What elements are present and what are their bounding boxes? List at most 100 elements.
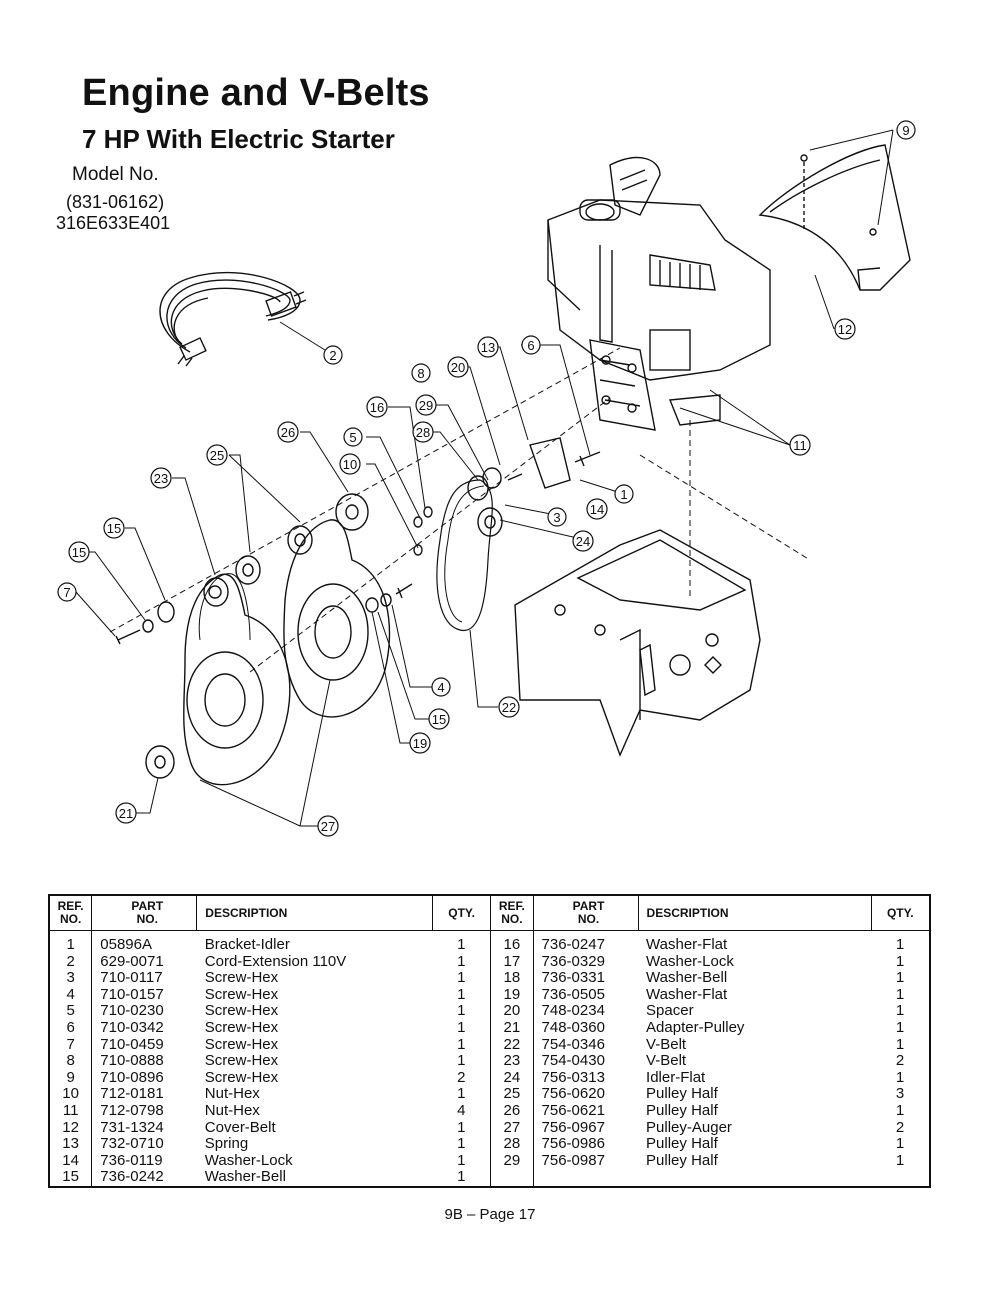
callout-1: 1 [614,484,634,504]
left-ref-cell: 10 [49,1086,93,1103]
right-ref-cell [490,1169,534,1187]
callout-15: 15 [428,708,450,730]
page-footer: 9B – Page 17 [444,1206,536,1223]
left-desc-cell: Cord-Extension 110V [204,952,347,970]
right-part-cell: 736-0331 [541,969,605,987]
svg-text:6: 6 [527,338,534,353]
left-ref-cell: 5 [49,1003,93,1020]
right-desc-cell: Washer-Lock [646,952,734,970]
right-ref-cell: 29 [490,1152,534,1170]
callout-5: 5 [343,427,363,447]
right-part-cell: 754-0430 [541,1052,605,1070]
auger-pulley-front-drawing [183,573,291,786]
right-ref-cell: 18 [490,970,534,987]
callout-21: 21 [115,802,137,824]
right-qty-cell: 2 [895,1118,905,1136]
header-ref-left: REF.NO. [49,895,93,931]
right-desc-cell: Adapter-Pulley [646,1018,745,1036]
left-qty-cell: 1 [432,953,492,971]
page-title: Engine and V-Belts [82,72,430,114]
right-desc-cell: Spacer [646,1002,694,1020]
left-part-cell: 712-0798 [100,1101,164,1119]
callout-3: 3 [547,507,567,527]
left-qty-cell: 1 [432,986,492,1004]
callout-29: 29 [415,394,437,416]
left-part-cell: 736-0119 [100,1151,163,1169]
left-part-cell: 732-0710 [100,1135,164,1153]
svg-text:25: 25 [210,448,224,463]
right-ref-cell: 27 [490,1119,534,1137]
svg-text:7: 7 [63,585,70,600]
callout-8: 8 [411,363,431,383]
callout-22: 22 [498,696,520,718]
right-desc-cell: Pulley Half [646,1135,718,1153]
left-desc-cell: Screw-Hex [204,969,279,987]
callout-15-upper: 15 [68,541,90,563]
callout-11: 11 [789,434,811,456]
right-ref-cell: 17 [490,953,534,971]
extension-cord-drawing [159,271,307,367]
right-part-cell: 748-0234 [541,1002,605,1020]
svg-text:15: 15 [107,521,121,536]
right-part-cell: 754-0346 [541,1035,605,1053]
model-number: (831-06162) [66,192,165,212]
callout-13: 13 [477,336,499,358]
belt-cover-drawing [758,144,911,291]
right-qty-cell: 1 [895,969,905,987]
svg-text:27: 27 [321,819,335,834]
left-desc-cell: Screw-Hex [204,1018,279,1036]
svg-text:12: 12 [838,322,852,337]
right-desc-cell: Idler-Flat [646,1068,706,1086]
exploded-parts-diagram: 9 2 12 11 13 6 20 8 29 28 16 5 10 26 1 1… [57,120,916,837]
callout-16: 15 [103,517,125,539]
right-ref-cell: 25 [490,1086,534,1103]
right-qty-cell: 1 [895,1135,905,1153]
left-ref-cell: 11 [49,1102,93,1120]
left-qty-cell: 1 [432,1036,492,1054]
svg-text:26: 26 [281,425,295,440]
right-qty-cell: 2 [895,1052,905,1070]
right-ref-cell: 21 [490,1019,534,1037]
callout-12: 12 [834,318,856,340]
right-desc-cell: Washer-Bell [646,969,728,987]
left-ref-cell: 8 [49,1053,93,1070]
left-desc-cell: Nut-Hex [204,1101,260,1119]
left-ref-cell: 12 [49,1119,93,1137]
engine-drawing [547,156,771,431]
callout-7: 7 [57,582,77,602]
right-desc-cell: Pulley Half [646,1151,718,1169]
svg-text:24: 24 [576,534,590,549]
right-part-cell: 756-0621 [541,1101,605,1119]
right-qty-cell: 1 [895,936,905,953]
right-part-cell: 756-0987 [541,1151,605,1169]
left-part-cell: 710-0459 [100,1035,164,1053]
svg-text:15: 15 [72,545,86,560]
left-ref-cell: 4 [49,986,93,1004]
left-part-cell: 710-0117 [100,969,163,987]
right-part-cell: 756-0986 [541,1135,605,1153]
svg-text:5: 5 [349,430,356,445]
right-part-cell: 736-0247 [541,936,605,953]
svg-text:2: 2 [329,348,336,363]
svg-text:22: 22 [502,700,516,715]
left-desc-cell: Screw-Hex [204,1035,279,1053]
right-desc-cell: Washer-Flat [646,985,728,1003]
left-ref-cell: 14 [49,1152,93,1170]
callout-19: 19 [409,732,431,754]
svg-text:16: 16 [370,400,384,415]
svg-text:19: 19 [413,736,427,751]
callout-2: 2 [323,345,343,365]
right-desc-cell: V-Belt [646,1035,687,1053]
callout-14: 14 [586,498,608,520]
model-label: Model No. [72,164,159,185]
right-part-cell: 736-0329 [541,952,605,970]
left-desc-cell: Nut-Hex [204,1085,260,1103]
right-qty-cell: 1 [895,1068,905,1086]
callout-26: 26 [277,421,299,443]
